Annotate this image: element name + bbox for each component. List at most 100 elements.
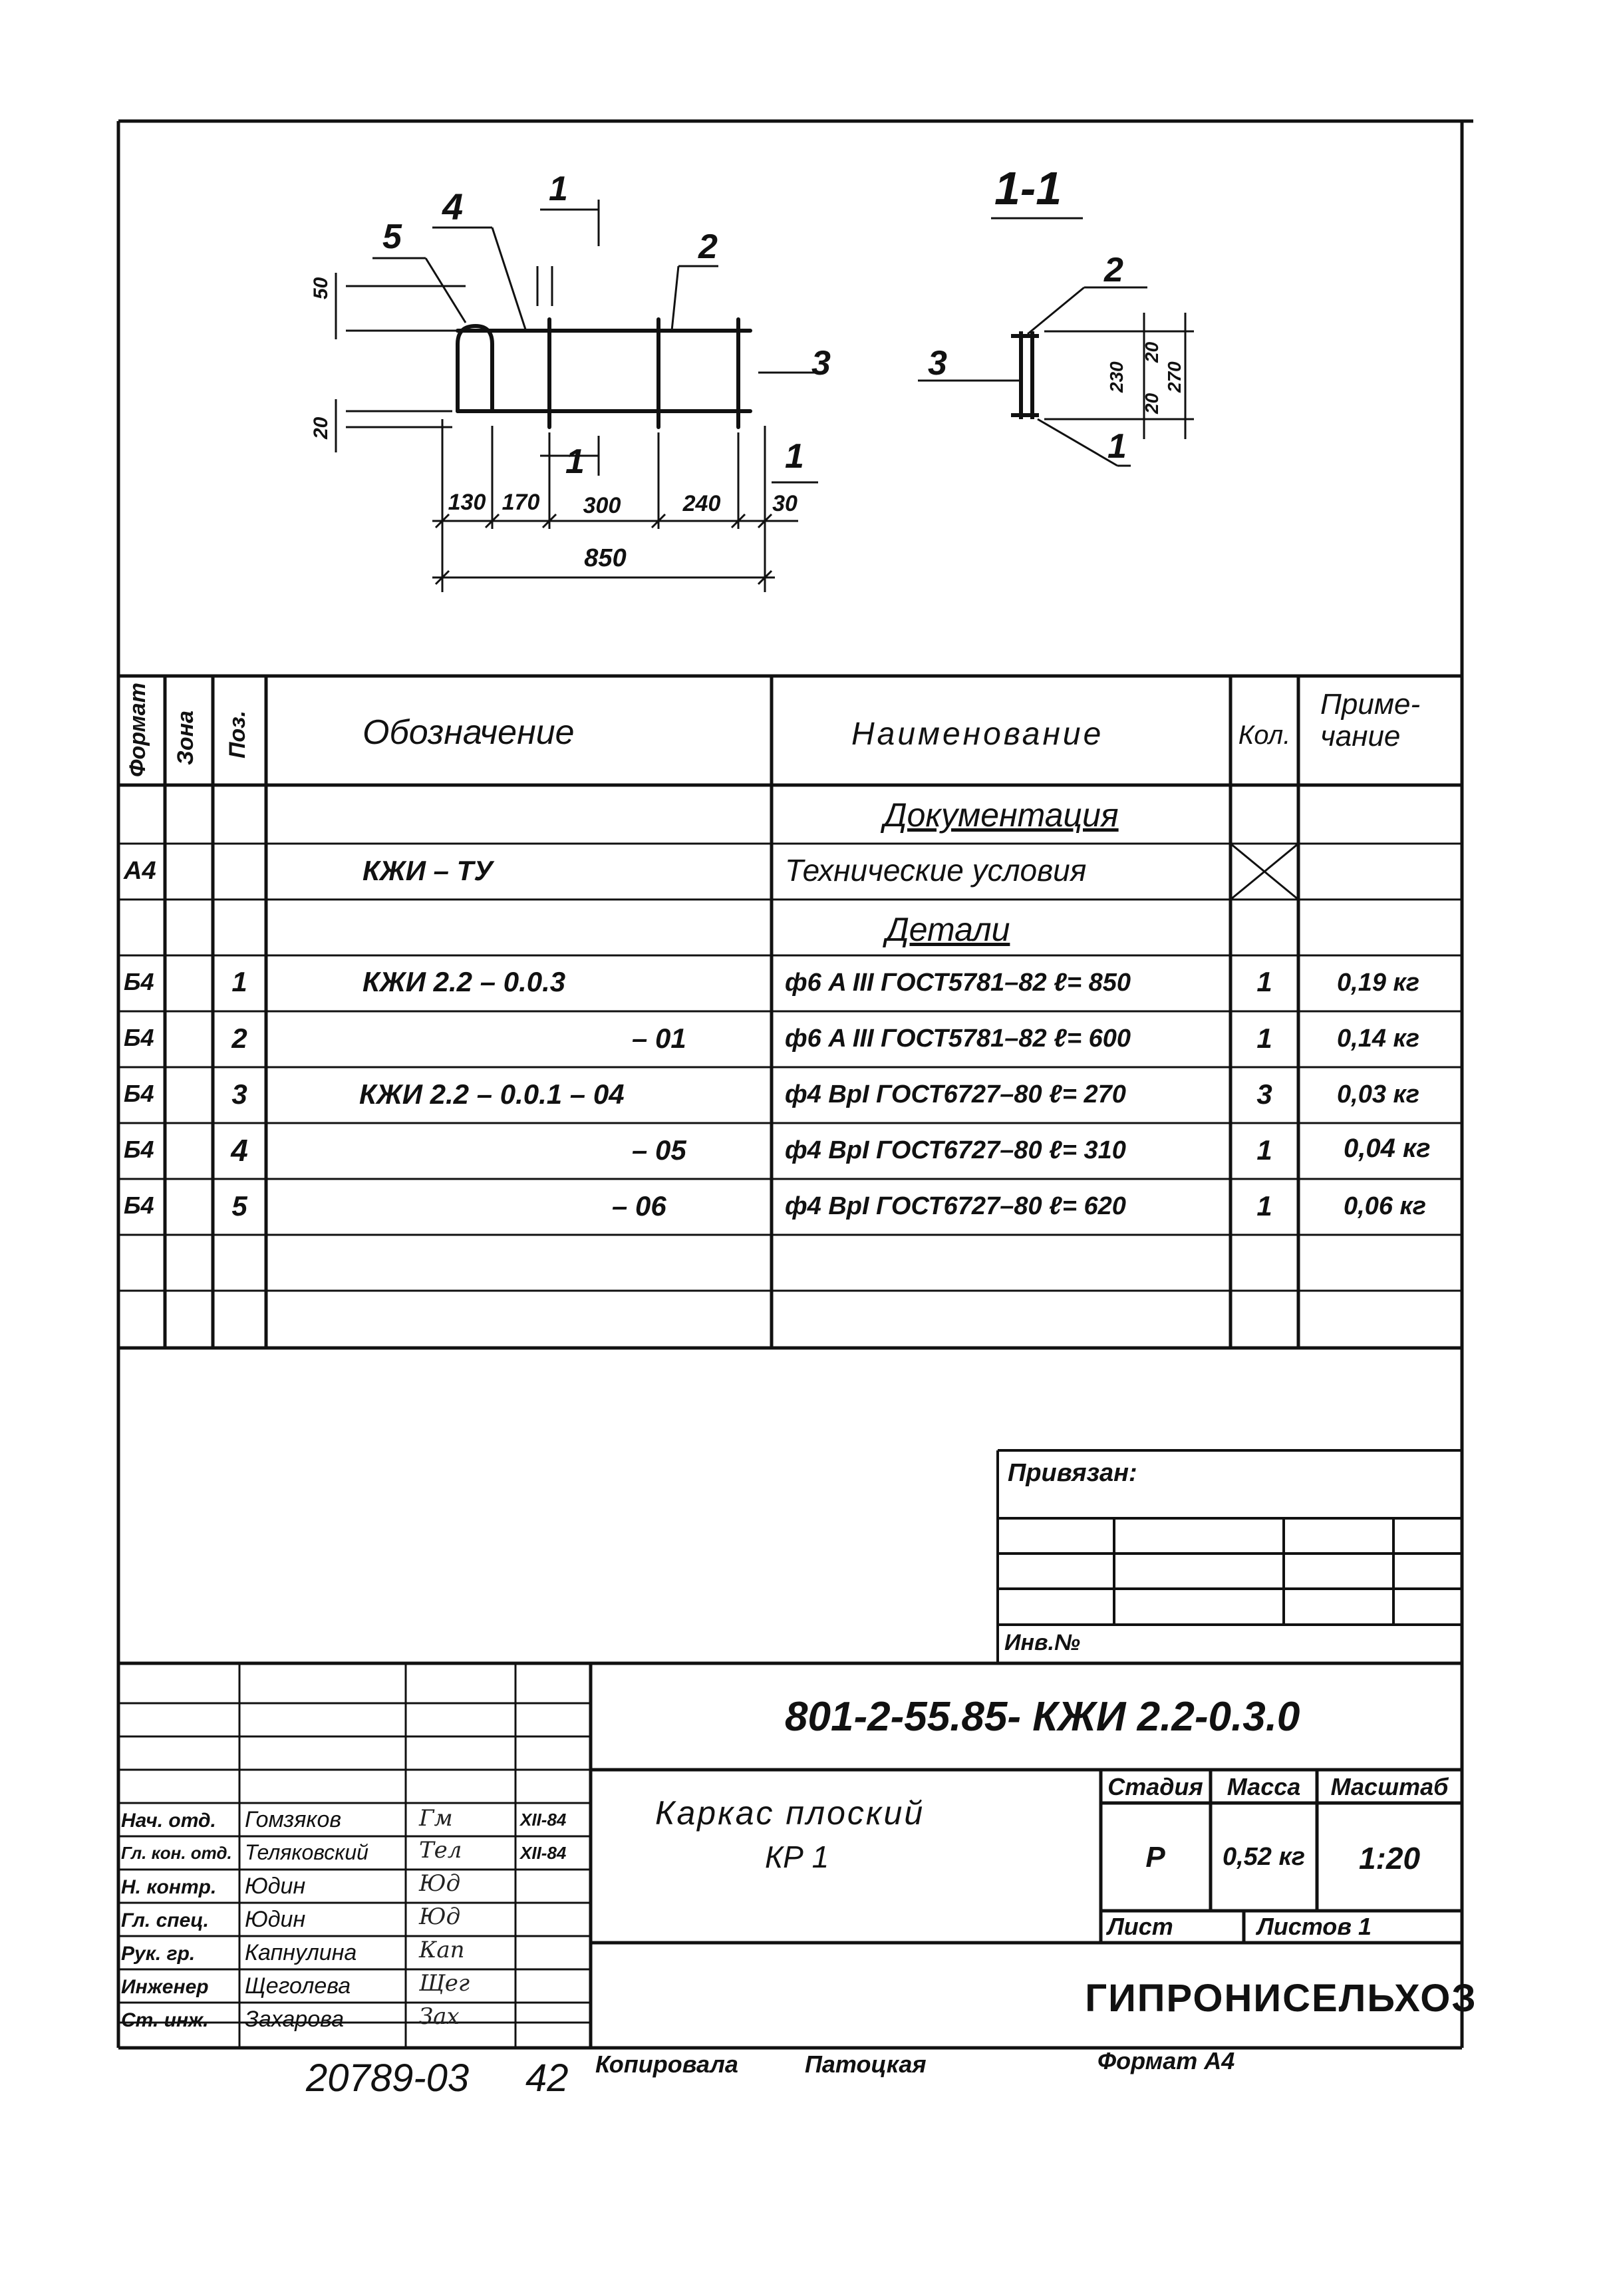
row-designation: – 06 xyxy=(612,1190,666,1222)
inv-number-label: Инв.№ xyxy=(1004,1630,1080,1655)
header-designation: Обозначение xyxy=(363,713,575,752)
document-code: 801-2-55.85- КЖИ 2.2-0.3.0 xyxy=(785,1694,1300,1740)
person-name: Теляковский xyxy=(245,1840,368,1864)
dim-240: 240 xyxy=(682,491,721,516)
header-name: Наименование xyxy=(851,717,1104,752)
scale-value: 1:20 xyxy=(1358,1841,1421,1876)
sheet-label: Лист xyxy=(1107,1913,1173,1940)
person-name: Захарова xyxy=(245,2007,345,2032)
signature: Юд xyxy=(419,1903,461,1930)
row-designation: – 01 xyxy=(632,1023,686,1054)
row-pos: 4 xyxy=(231,1133,248,1168)
row-note: 0,14 кг xyxy=(1337,1025,1420,1053)
row-format: Б4 xyxy=(124,1136,154,1163)
section-label-pos2: 2 xyxy=(1104,251,1123,289)
row-pos: 2 xyxy=(231,1023,247,1054)
leader-label-pos4: 4 xyxy=(442,186,464,228)
row-note: 0,04 кг xyxy=(1344,1134,1431,1163)
leader-label-pos2: 2 xyxy=(698,228,718,266)
role-label: Инженер xyxy=(121,1976,209,1998)
row-note: 0,06 кг xyxy=(1344,1192,1427,1220)
section-label-pos1: 1 xyxy=(1107,427,1127,466)
section-title: 1-1 xyxy=(994,162,1062,214)
organization-name: ГИПРОНИСЕЛЬХОЗ xyxy=(1085,1977,1477,2020)
doc-row-name: Технические условия xyxy=(785,853,1087,888)
row-format: Б4 xyxy=(124,968,154,995)
row-format: Б4 xyxy=(124,1192,154,1219)
sheets-label: Листов 1 xyxy=(1257,1913,1372,1940)
person-name: Юдин xyxy=(245,1907,306,1932)
row-note: 0,19 кг xyxy=(1337,969,1420,997)
section-dim-270: 270 xyxy=(1164,361,1185,393)
section-label-pos3: 3 xyxy=(928,344,947,383)
section-title-parts: Детали xyxy=(885,911,1010,948)
drawing-subtitle: КР 1 xyxy=(765,1840,829,1874)
dim-300: 300 xyxy=(583,493,621,518)
sign-date: XII-84 xyxy=(520,1810,567,1830)
signature: Гм xyxy=(419,1805,453,1832)
archive-number: 20789-03 xyxy=(306,2056,470,2100)
dim-170: 170 xyxy=(502,490,540,515)
row-pos: 3 xyxy=(231,1078,247,1110)
person-name: Щеголева xyxy=(245,1973,351,1999)
section-dim-230: 230 xyxy=(1106,361,1127,393)
doc-row-format: А4 xyxy=(124,857,156,885)
row-designation: – 05 xyxy=(632,1134,686,1166)
leader-label-pos1: 1 xyxy=(785,437,804,476)
cut-label-bottom: 1 xyxy=(565,442,585,481)
row-pos: 5 xyxy=(231,1190,247,1222)
role-label: Рук. гр. xyxy=(121,1943,196,1965)
stage-value: Р xyxy=(1145,1841,1165,1874)
mass-label: Масса xyxy=(1227,1773,1301,1800)
row-qty: 3 xyxy=(1256,1078,1272,1110)
dim-130: 130 xyxy=(448,490,486,515)
leader-label-pos5: 5 xyxy=(382,218,402,256)
person-name: Юдин xyxy=(245,1874,306,1899)
header-pos: Поз. xyxy=(225,710,250,758)
drawing-title: Каркас плоский xyxy=(655,1794,925,1832)
archive-page: 42 xyxy=(525,2056,569,2100)
row-name: ф6 A III ГОСТ5781–82 ℓ= 850 xyxy=(785,969,1131,997)
section-title-docs: Документация xyxy=(883,796,1119,834)
role-label: Ст. инж. xyxy=(121,2009,209,2031)
row-qty: 1 xyxy=(1256,1134,1272,1166)
header-note: Приме- чание xyxy=(1320,688,1421,753)
sign-date: XII-84 xyxy=(520,1843,567,1863)
doc-row-designation: КЖИ – ТУ xyxy=(363,855,493,886)
role-label: Гл. спец. xyxy=(121,1909,210,1931)
dim-30: 30 xyxy=(772,491,798,516)
copier-name: Патоцкая xyxy=(805,2050,927,2078)
row-note: 0,03 кг xyxy=(1337,1080,1420,1108)
section-dim-20-bottom: 20 xyxy=(1141,393,1162,414)
header-qty: Кол. xyxy=(1238,721,1291,750)
row-format: Б4 xyxy=(124,1024,154,1051)
row-qty: 1 xyxy=(1256,966,1272,997)
stage-label: Стадия xyxy=(1107,1773,1203,1800)
header-format: Формат xyxy=(125,683,150,777)
row-name: ф4 ВрI ГОСТ6727–80 ℓ= 270 xyxy=(785,1080,1126,1108)
person-name: Гомзяков xyxy=(245,1807,342,1832)
signature: Щег xyxy=(419,1970,470,1997)
dim-850: 850 xyxy=(584,544,627,572)
signature: Тел xyxy=(419,1837,462,1864)
row-format: Б4 xyxy=(124,1080,154,1107)
copied-label: Копировала xyxy=(595,2050,738,2078)
privyazan-label: Привязан: xyxy=(1008,1459,1137,1487)
header-zone: Зона xyxy=(173,710,198,765)
row-pos: 1 xyxy=(231,966,247,997)
scale-label: Масштаб xyxy=(1330,1773,1449,1800)
format-label: Формат А4 xyxy=(1097,2047,1235,2074)
cut-label-top: 1 xyxy=(549,170,568,208)
role-label: Гл. кон. отд. xyxy=(121,1843,232,1863)
row-qty: 1 xyxy=(1256,1023,1272,1054)
signature: Кап xyxy=(419,1937,465,1963)
row-name: ф6 A III ГОСТ5781–82 ℓ= 600 xyxy=(785,1025,1131,1053)
role-label: Нач. отд. xyxy=(121,1810,216,1832)
leader-label-pos3: 3 xyxy=(811,344,831,383)
row-name: ф4 ВрI ГОСТ6727–80 ℓ= 620 xyxy=(785,1192,1126,1220)
mass-value: 0,52 кг xyxy=(1222,1843,1306,1871)
person-name: Капнулина xyxy=(245,1940,357,1965)
signature: Юд xyxy=(419,1870,461,1897)
row-designation: КЖИ 2.2 – 0.0.1 – 04 xyxy=(359,1078,625,1110)
